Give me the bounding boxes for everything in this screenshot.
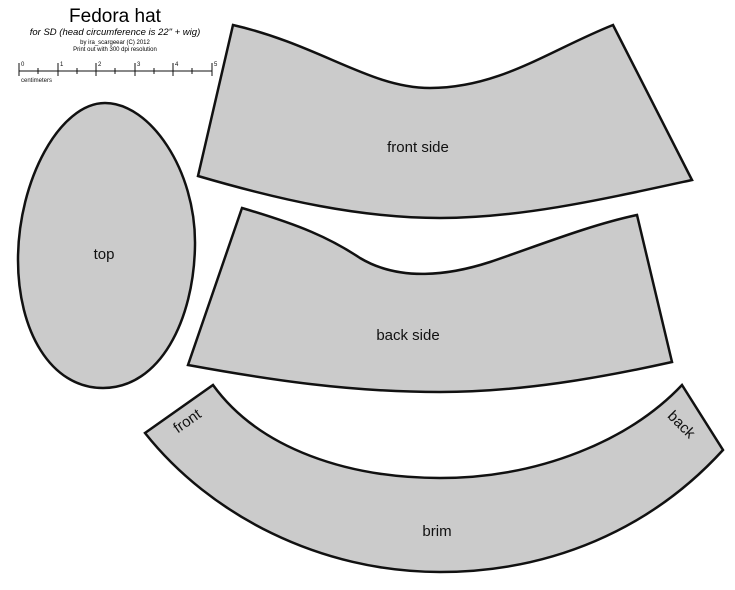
ruler-tick-4: 4 [175, 62, 179, 68]
credit: by ira_scargeear (C) 2012 [80, 40, 150, 46]
instruction: Print out with 300 dpi resolution [73, 47, 157, 53]
piece-back-side [186, 206, 674, 394]
ruler-unit: centimeters [21, 78, 52, 84]
label-front-side: front side [387, 139, 449, 156]
ruler-tick-1: 1 [60, 62, 64, 68]
piece-front-side [196, 23, 694, 220]
label-back-side: back side [376, 327, 439, 344]
piece-brim [143, 382, 725, 574]
label-top: top [94, 246, 115, 263]
label-brim: brim [422, 523, 451, 540]
piece-top [16, 101, 197, 390]
title: Fedora hat [69, 6, 162, 27]
ruler-tick-2: 2 [98, 62, 102, 68]
ruler-tick-5: 5 [214, 62, 218, 68]
subtitle: for SD (head circumference is 22" + wig) [30, 27, 200, 38]
ruler-tick-0: 0 [21, 62, 25, 68]
ruler-labels: 0 1 2 3 4 5 centimeters [21, 62, 218, 84]
ruler-tick-3: 3 [137, 62, 141, 68]
ruler [18, 63, 213, 76]
